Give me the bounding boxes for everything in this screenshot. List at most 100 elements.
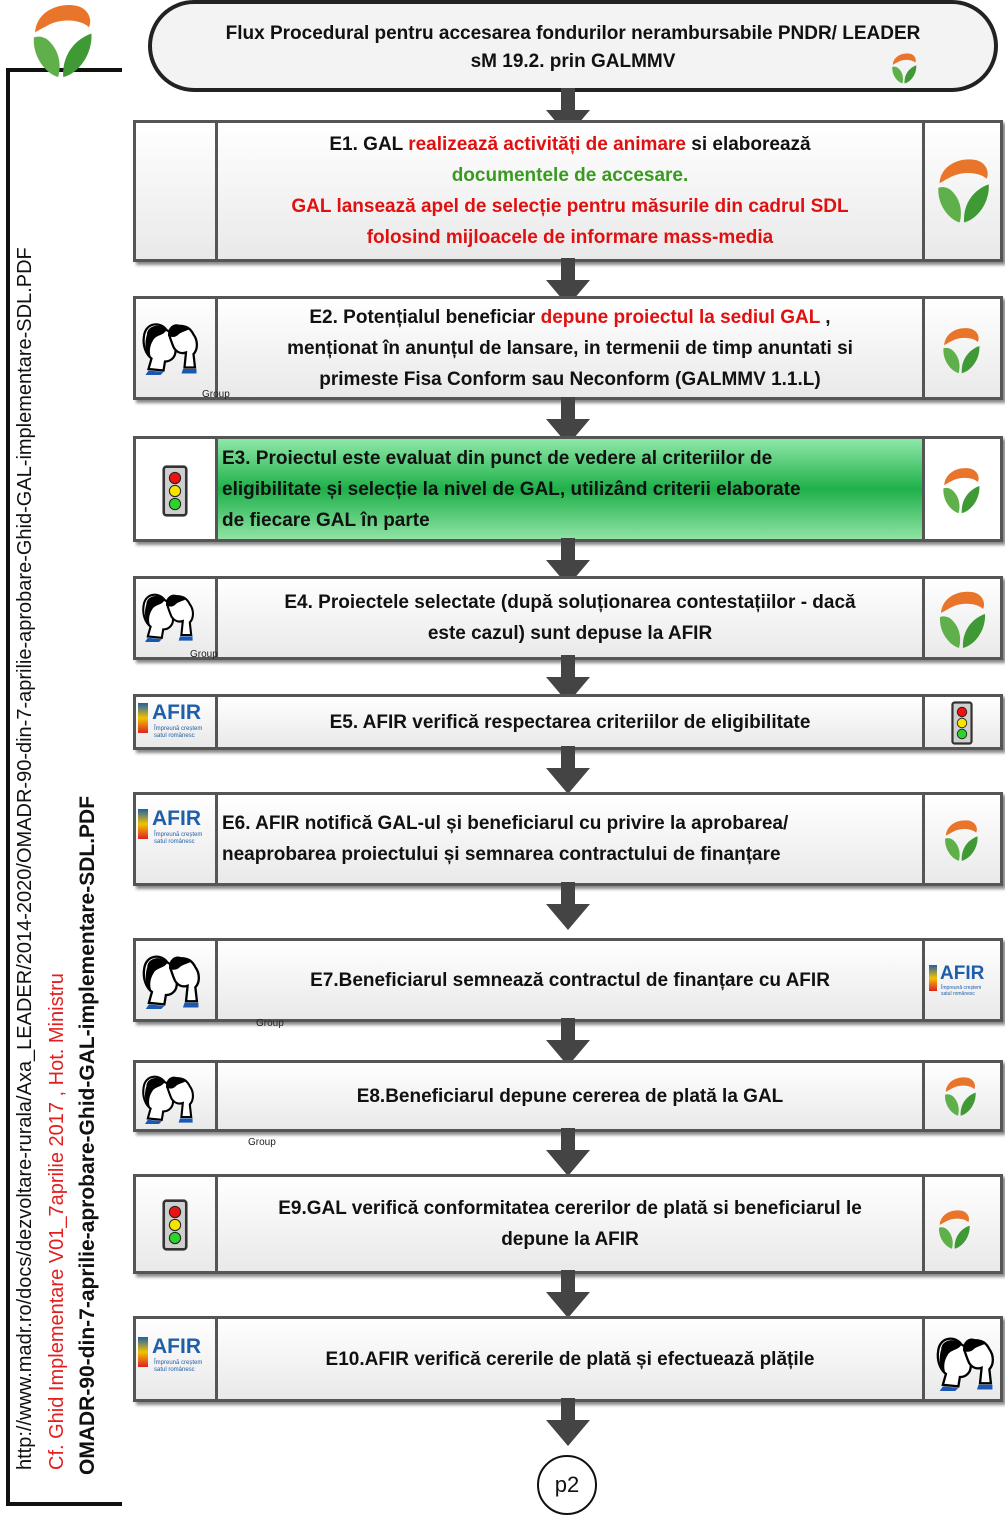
people-icon bbox=[138, 585, 194, 643]
step-e4-line-1: E4. Proiectele selectate (după soluționa… bbox=[284, 592, 856, 613]
gal-logo-icon bbox=[937, 1203, 971, 1255]
step-e5: AFIR Împreună creștem satul românesc E5.… bbox=[133, 694, 1003, 750]
step-e6: AFIR Împreună creștem satul românesc E6.… bbox=[133, 792, 1003, 886]
flow-arrow bbox=[546, 1270, 590, 1318]
step-e6-responsible-cell bbox=[922, 795, 1000, 883]
step-e10-line-1: E10.AFIR verifică cererile de plată și e… bbox=[325, 1348, 815, 1370]
step-e2-part: , bbox=[820, 306, 831, 328]
step-e1-line-4: folosind mijloacele de informare mass-me… bbox=[366, 227, 774, 248]
afir-tagline-2: satul românesc bbox=[154, 733, 195, 739]
title-line-1: Flux Procedural pentru accesarea fonduri… bbox=[225, 23, 921, 44]
guide-reference: Cf. Ghid Implementare V01_7aprilie 2017 … bbox=[46, 973, 68, 1470]
step-e4-actor-cell: Group bbox=[136, 579, 218, 660]
people-icon bbox=[931, 1329, 995, 1391]
traffic-light-icon bbox=[162, 465, 188, 517]
afir-tagline-2: satul românesc bbox=[154, 839, 195, 845]
afir-logo-icon: AFIR Împreună creștem satul românesc bbox=[927, 961, 999, 1007]
flow-arrow bbox=[546, 1128, 590, 1176]
step-e2-highlight: depune proiectul la sediul GAL bbox=[540, 306, 821, 328]
step-e2-responsible-cell bbox=[922, 299, 1000, 397]
step-e5-responsible-cell bbox=[922, 697, 1000, 747]
step-e5-line-1: E5. AFIR verifică respectarea criteriilo… bbox=[329, 711, 811, 733]
step-e9-line-1: E9.GAL verifică conformitatea cererilor … bbox=[278, 1198, 862, 1219]
gal-logo-icon bbox=[937, 587, 987, 651]
step-e7-text: E7.Beneficiarul semnează contractul de f… bbox=[221, 941, 919, 1019]
step-e2-actor-cell: Group bbox=[136, 299, 230, 400]
afir-logo-name: AFIR bbox=[940, 963, 985, 984]
step-e8-text: E8.Beneficiarul depune cererea de plată … bbox=[221, 1063, 919, 1129]
step-e6-line-1: E6. AFIR notifică GAL-ul și beneficiarul… bbox=[222, 813, 789, 834]
group-caption: Group bbox=[256, 1018, 284, 1029]
bracket-tick-top bbox=[102, 68, 122, 72]
flow-arrow bbox=[546, 1018, 590, 1066]
step-e5-actor-cell: AFIR Împreună creștem satul românesc bbox=[136, 697, 218, 747]
step-e7-responsible-cell: AFIR Împreună creștem satul românesc bbox=[922, 941, 1000, 1019]
step-e6-line-2: neaprobarea proiectului și semnarea cont… bbox=[222, 844, 781, 865]
step-e1-part: E1. GAL bbox=[329, 134, 409, 155]
gal-logo-icon bbox=[941, 463, 981, 517]
step-e2-part: E2. Potențialul beneficiar bbox=[309, 306, 541, 328]
afir-tagline-1: Împreună creștem bbox=[941, 985, 982, 991]
step-e4: Group E4. Proiectele selectate (după sol… bbox=[133, 576, 1003, 660]
step-e1-text: E1. GAL realizează activități de animare… bbox=[221, 123, 919, 259]
title-line-2: sM 19.2. prin GALMMV bbox=[470, 51, 676, 72]
afir-logo-icon: AFIR Împreună creștem satul românesc bbox=[136, 1333, 216, 1389]
step-e3-line-3: de fiecare GAL în parte bbox=[222, 509, 430, 531]
afir-tagline-1: Împreună creștem bbox=[154, 832, 203, 838]
step-e2-line-3: primeste Fisa Conform sau Neconform (GAL… bbox=[319, 368, 821, 390]
step-e3: E3. Proiectul este evaluat din punct de … bbox=[133, 436, 1003, 542]
document-name: OMADR-90-din-7-aprilie-aprobare-Ghid-GAL… bbox=[76, 795, 99, 1475]
people-icon bbox=[138, 1067, 194, 1125]
step-e4-responsible-cell bbox=[922, 579, 1000, 657]
step-e6-text: E6. AFIR notifică GAL-ul și beneficiarul… bbox=[220, 795, 919, 883]
step-e9-text: E9.GAL verifică conformitatea cererilor … bbox=[221, 1177, 919, 1271]
afir-logo-icon: AFIR Împreună creștem satul românesc bbox=[136, 701, 214, 747]
step-e10-actor-cell: AFIR Împreună creștem satul românesc bbox=[136, 1319, 218, 1399]
step-e4-text: E4. Proiectele selectate (după soluționa… bbox=[221, 579, 919, 657]
flow-arrow bbox=[546, 1398, 590, 1446]
step-e3-text: E3. Proiectul este evaluat din punct de … bbox=[220, 439, 919, 539]
step-e1-highlight: realizează activități de animare bbox=[408, 134, 686, 155]
gal-logo-icon bbox=[30, 0, 94, 80]
group-caption: Group bbox=[248, 1137, 276, 1148]
step-e7: E7.Beneficiarul semnează contractul de f… bbox=[133, 938, 1003, 1022]
afir-logo-name: AFIR bbox=[152, 1335, 201, 1358]
flow-title: Flux Procedural pentru accesarea fonduri… bbox=[148, 0, 998, 92]
step-e1-highlight-green: documentele de accesare. bbox=[451, 165, 689, 186]
step-e4-line-2: este cazul) sunt depuse la AFIR bbox=[427, 623, 713, 644]
step-e2-text: E2. Potențialul beneficiar depune proiec… bbox=[221, 299, 919, 397]
flow-arrow bbox=[546, 882, 590, 930]
step-e1-actor-cell bbox=[136, 123, 218, 259]
step-e6-actor-cell: AFIR Împreună creștem satul românesc bbox=[136, 795, 218, 883]
step-e1-part: si elaborează bbox=[685, 134, 811, 155]
step-e9-responsible-cell bbox=[922, 1177, 1000, 1271]
page-connector[interactable]: p2 bbox=[537, 1455, 597, 1515]
group-caption: Group bbox=[190, 649, 218, 660]
source-url[interactable]: http://www.madr.ro/docs/dezvoltare-rural… bbox=[14, 247, 36, 1470]
step-e1-responsible-cell bbox=[922, 123, 1000, 259]
afir-tagline-1: Împreună creștem bbox=[154, 726, 203, 732]
step-e8-line-1: E8.Beneficiarul depune cererea de plată … bbox=[356, 1085, 784, 1107]
gal-logo-icon bbox=[935, 153, 991, 227]
gal-logo-icon bbox=[941, 323, 981, 377]
step-e2-line-2: menționat în anunțul de lansare, in term… bbox=[287, 337, 853, 359]
afir-tagline-1: Împreună creștem bbox=[154, 1360, 203, 1366]
step-e9: E9.GAL verifică conformitatea cererilor … bbox=[133, 1174, 1003, 1274]
step-e8: E8.Beneficiarul depune cererea de plată … bbox=[133, 1060, 1003, 1132]
afir-logo-name: AFIR bbox=[152, 807, 201, 830]
step-e10-responsible-cell bbox=[922, 1319, 1000, 1399]
gal-logo-icon bbox=[943, 815, 979, 865]
step-e8-actor-cell bbox=[136, 1063, 218, 1129]
traffic-light-icon bbox=[951, 701, 973, 745]
step-e3-responsible-cell bbox=[922, 439, 1000, 539]
step-e1: E1. GAL realizează activități de animare… bbox=[133, 120, 1003, 262]
step-e9-actor-cell bbox=[136, 1177, 218, 1271]
group-caption: Group bbox=[202, 389, 230, 400]
page-connector-label: p2 bbox=[554, 1472, 580, 1497]
afir-logo-icon: AFIR Împreună creștem satul românesc bbox=[136, 803, 216, 863]
step-e10: AFIR Împreună creștem satul românesc E10… bbox=[133, 1316, 1003, 1402]
afir-logo-name: AFIR bbox=[152, 701, 201, 724]
step-e9-line-2: depune la AFIR bbox=[501, 1229, 639, 1250]
gal-logo-icon bbox=[890, 52, 918, 84]
step-e7-actor-cell bbox=[136, 941, 218, 1019]
